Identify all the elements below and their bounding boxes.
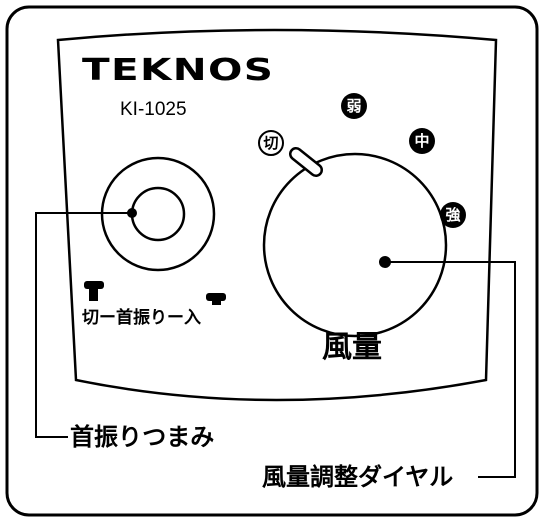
oscillation-callout-line <box>35 212 132 438</box>
speed-position-off: 切 <box>258 130 284 156</box>
dial-pointer-fill <box>291 149 321 175</box>
oscillation-knob-inner[interactable] <box>130 186 186 242</box>
speed-position-low: 弱 <box>341 93 367 119</box>
model-number: KI-1025 <box>120 99 187 120</box>
speed-position-high: 強 <box>440 202 466 228</box>
oscillation-off-icon <box>84 281 104 301</box>
oscillation-scale-label: 切ー首振りー入 <box>82 308 201 328</box>
oscillation-knob-callout: 首振りつまみ <box>70 423 215 451</box>
fan-speed-dial-callout: 風量調整ダイヤル <box>262 463 454 491</box>
fan-speed-label: 風量 <box>322 330 382 365</box>
speed-position-medium: 中 <box>409 128 435 154</box>
oscillation-on-icon <box>206 293 226 305</box>
fan-speed-dial[interactable] <box>262 152 448 338</box>
brand-logo: TEKNOS <box>82 53 275 88</box>
outer-frame <box>5 5 539 517</box>
fan-speed-callout-line <box>385 261 516 478</box>
